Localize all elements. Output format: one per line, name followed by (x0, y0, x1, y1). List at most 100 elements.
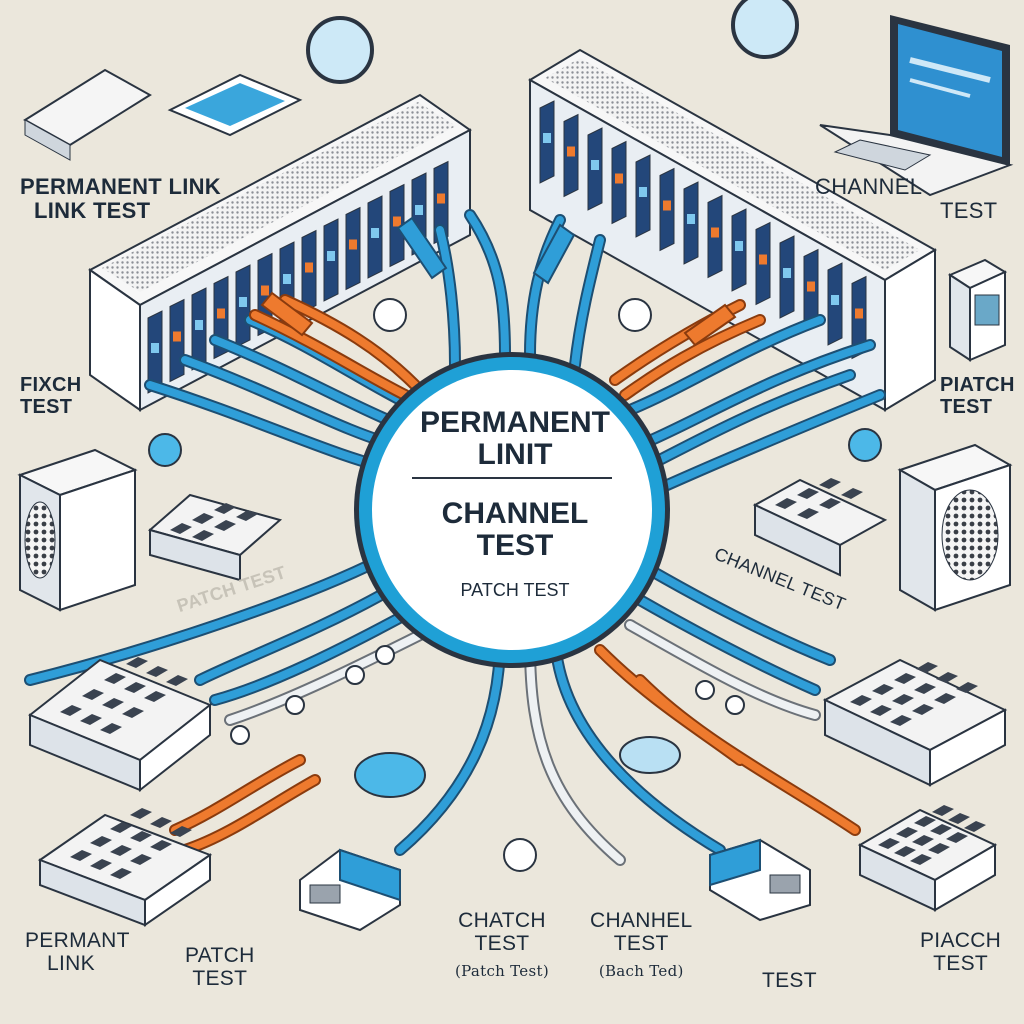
laptop-icon (819, 15, 1014, 197)
jack-port (126, 657, 148, 668)
jack-port (130, 808, 152, 819)
jack-port (122, 707, 144, 718)
patch-panel-icon (147, 493, 283, 582)
patch-panel-icon (752, 478, 888, 577)
jack-port (916, 662, 938, 673)
hub-middle: CHANNEL TEST (441, 497, 589, 562)
label-bottom-chatch: CHATCH TEST (Patch Test) (455, 909, 549, 981)
jack-port (90, 836, 112, 847)
port-led (783, 268, 791, 278)
label-bottom-test: TEST (762, 969, 817, 992)
jack-port (892, 694, 914, 705)
port-led (735, 241, 743, 251)
jack-port (130, 854, 152, 865)
jack-port (872, 684, 894, 695)
jack-port (797, 488, 819, 499)
label-bottom-right: PIACCH TEST (920, 929, 1002, 975)
speaker-icon (17, 448, 138, 612)
jack-port (948, 813, 970, 824)
jack-port (192, 530, 214, 541)
jack-port (110, 822, 132, 833)
jack-port (934, 693, 956, 704)
status-dot-icon (148, 298, 882, 872)
jack-port (928, 843, 950, 854)
jack-port (878, 838, 900, 849)
jack-port (192, 513, 214, 524)
port-led (173, 331, 181, 342)
jack-port (150, 817, 172, 828)
jack-port (166, 675, 188, 686)
port-led (305, 262, 313, 273)
patch-panel-icon (28, 658, 212, 793)
port-led (195, 320, 203, 330)
port-led (239, 297, 247, 307)
port-led (371, 228, 379, 238)
jack-port (819, 478, 841, 489)
jack-port (214, 520, 236, 531)
jack-port (890, 715, 912, 726)
jack-port (819, 498, 841, 509)
jack-port (914, 683, 936, 694)
port-led (663, 200, 671, 211)
port-led (437, 193, 445, 204)
port-led (831, 295, 839, 305)
jack-port (110, 868, 132, 879)
jack-port (214, 503, 236, 514)
port-led (217, 308, 225, 319)
jack-port (841, 488, 863, 499)
rj45-connector-icon (260, 216, 737, 347)
jack-port (912, 835, 934, 846)
jack-port (82, 689, 104, 700)
speaker-icon (897, 443, 1013, 612)
rj45-connector-icon (299, 848, 401, 932)
patch-panel-icon (37, 813, 213, 927)
jack-port (70, 850, 92, 861)
port-led (151, 343, 159, 353)
jack-port (896, 827, 918, 838)
jack-port (150, 840, 172, 851)
jack-port (912, 704, 934, 715)
port-led (543, 133, 551, 143)
magnifier-icon (306, 0, 799, 798)
rj45-connector-icon (709, 838, 811, 922)
port-led (615, 173, 623, 184)
jack-port (910, 854, 932, 865)
port-led (855, 308, 863, 319)
port-led (759, 254, 767, 265)
cable-bundle (24, 209, 886, 866)
jack-port (60, 705, 82, 716)
label-bottom-patch: PATCH TEST (185, 944, 255, 990)
hub-title: PERMANENT LINIT (419, 406, 610, 471)
jack-port (870, 705, 892, 716)
label-mid-right: PIATCH TEST (940, 374, 1015, 418)
jack-port (90, 859, 112, 870)
jack-port (850, 695, 872, 706)
jack-port (102, 698, 124, 709)
tablet-icon (23, 68, 303, 161)
jack-port (110, 845, 132, 856)
port-led (349, 239, 357, 250)
cable-tester-icon (947, 258, 1008, 362)
port-led (639, 187, 647, 197)
hub-circle (354, 352, 670, 668)
jack-port (775, 498, 797, 509)
patch-panel-icon (822, 658, 1008, 787)
port-led (327, 251, 335, 261)
port-led (393, 216, 401, 227)
jack-port (100, 723, 122, 734)
jack-port (946, 832, 968, 843)
jack-port (930, 824, 952, 835)
jack-port (956, 682, 978, 693)
jack-port (146, 666, 168, 677)
jack-port (80, 714, 102, 725)
port-led (567, 146, 575, 157)
jack-port (130, 831, 152, 842)
port-led (687, 214, 695, 224)
port-led (807, 281, 815, 292)
jack-port (124, 682, 146, 693)
port-led (591, 160, 599, 170)
label-bottom-chanhel: CHANHEL TEST (Bach Ted) (590, 909, 693, 981)
jack-port (936, 672, 958, 683)
port-led (261, 285, 269, 296)
